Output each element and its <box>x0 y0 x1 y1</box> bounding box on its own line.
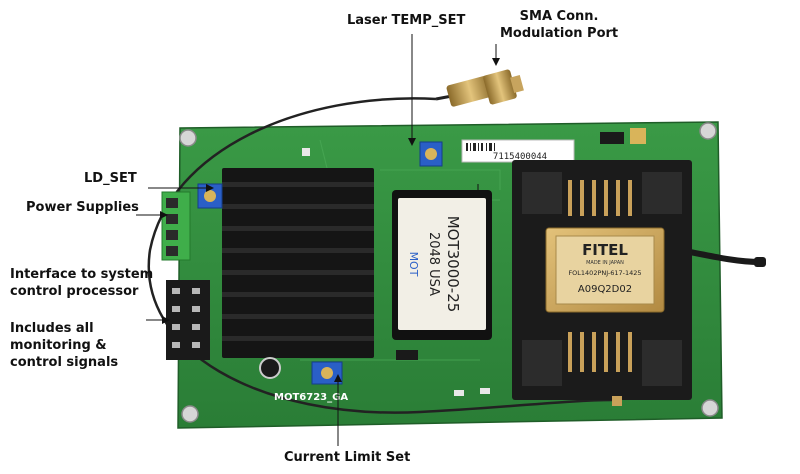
callout-power-supplies: Power Supplies <box>26 200 139 215</box>
barcode-label: 7115400044 <box>461 139 575 163</box>
module-label-line2: 2048 USA <box>426 232 441 296</box>
heatsink <box>222 168 374 358</box>
mounting-holes <box>179 122 719 423</box>
callout-monitoring: Includes all monitoring & control signal… <box>10 321 119 370</box>
callout-laser-temp-set: Laser TEMP_SET <box>347 13 466 28</box>
board-name: MOT6723_GA <box>274 392 348 403</box>
callout-current-limit-set: Current Limit Set <box>284 450 411 465</box>
trimmer-temp-set <box>419 141 443 167</box>
callout-sma-connector: SMA Conn. Modulation Port <box>500 9 619 41</box>
barcode-text: 7115400044 <box>493 152 547 162</box>
callout-lines <box>136 34 497 446</box>
power-terminal-block <box>161 191 191 261</box>
module-label-line1: MOT3000-25 <box>444 216 462 313</box>
sma-connector <box>435 69 524 107</box>
laser-made: MADE IN JAPAN <box>586 260 624 266</box>
laser-part: FOL1402PNJ-617-1425 <box>568 269 641 277</box>
callout-ld-set: LD_SET <box>84 171 137 186</box>
interface-header <box>166 280 210 360</box>
laser-package: FITEL MADE IN JAPAN FOL1402PNJ-617-1425 … <box>545 227 665 313</box>
trimmer-current-limit <box>311 361 343 385</box>
small-components <box>259 128 646 406</box>
callout-interface: Interface to system control processor <box>10 267 154 299</box>
laser-brand: FITEL <box>582 241 628 259</box>
callout-arrows <box>160 58 500 382</box>
laser-serial: A09Q2D02 <box>578 284 632 295</box>
controller-module: MOT3000-25 2048 USA MOT <box>392 190 492 340</box>
module-brand: MOT <box>407 252 420 277</box>
